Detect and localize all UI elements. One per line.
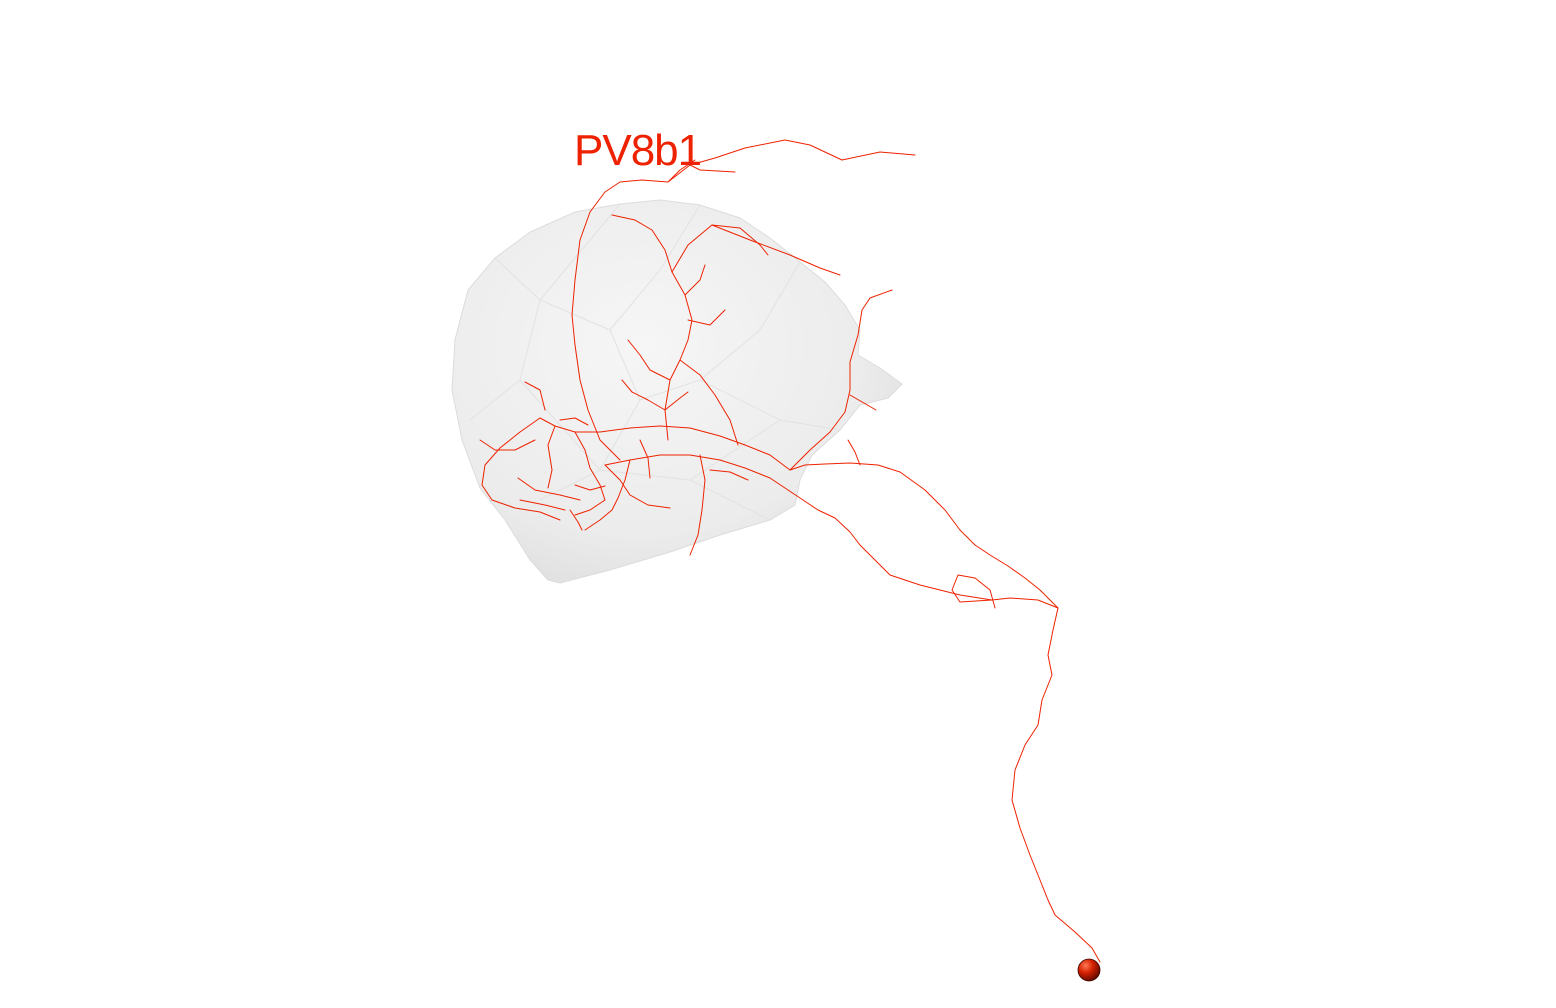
lower-arc (604, 454, 993, 601)
lower-arbor-11 (559, 417, 589, 426)
lower-arbor-1 (481, 417, 561, 521)
lower-arbor-9 (479, 439, 536, 451)
inner-upper-branch (671, 224, 769, 273)
neuropil-facet-lines (469, 203, 841, 521)
lower-arbor-5 (584, 459, 631, 531)
lower-arbor-15 (569, 509, 583, 531)
inner-twig-2 (684, 264, 706, 296)
neuron-skeleton (479, 139, 1101, 963)
lower-arbor-12 (639, 439, 651, 479)
inner-twig-3 (679, 359, 739, 446)
inner-arc-branch (611, 214, 693, 441)
lower-arbor-4 (604, 464, 671, 509)
inner-twig-1 (687, 309, 726, 326)
neuropil-mesh (451, 199, 903, 584)
lower-arbor-2 (547, 425, 556, 489)
main-axon (539, 417, 791, 471)
soma (1077, 958, 1101, 982)
branch-right-stub (849, 394, 877, 411)
lower-arbor-8 (519, 499, 566, 511)
lower-arbor-13 (709, 469, 749, 481)
lower-arbor-7 (517, 477, 581, 501)
neuropil-body (451, 199, 903, 584)
inner-twig-4 (627, 339, 671, 381)
lower-arbor-3 (574, 431, 606, 516)
left-vertical-fiber (571, 139, 916, 461)
lower-arbor-14 (574, 484, 606, 491)
ascending-branch (789, 289, 893, 471)
lower-arbor-10 (524, 381, 546, 411)
primary-neurite (789, 462, 1101, 963)
neuron-label: PV8b1 (574, 126, 701, 175)
branch-down-stub (847, 439, 861, 466)
inner-twig-5 (621, 379, 666, 411)
top-stub-2 (667, 159, 696, 183)
inner-twig-6 (664, 391, 689, 411)
loop-branch (951, 574, 1059, 609)
top-stub (689, 164, 736, 173)
inner-side-branch (711, 224, 841, 276)
lower-arbor-6 (689, 454, 706, 556)
